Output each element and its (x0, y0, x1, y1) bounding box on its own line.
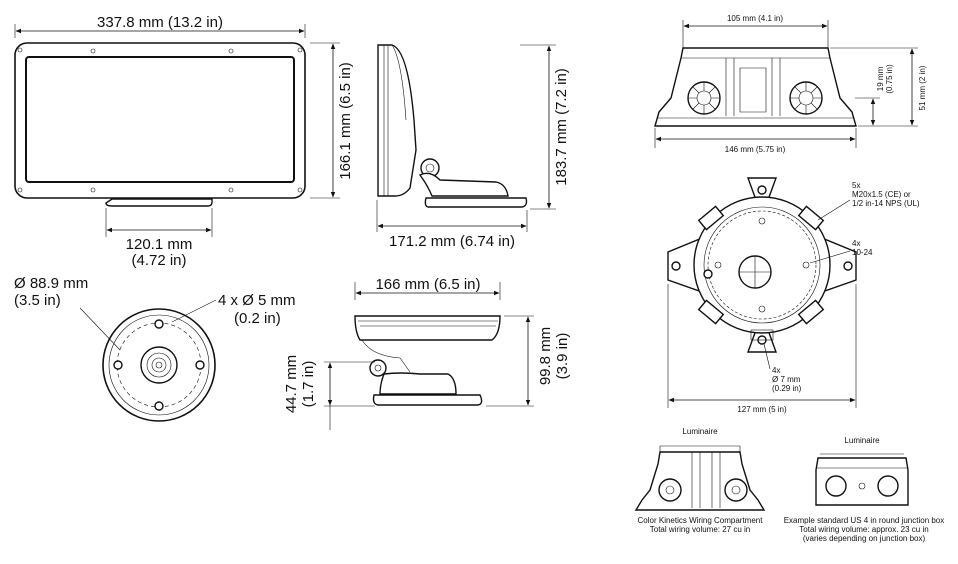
mount-hole (154, 319, 164, 329)
conduit-ul-label: 1/2 in-14 NPS (UL) (852, 199, 920, 208)
screw-hole (17, 187, 23, 193)
side-depth-label: 171.2 mm (6.74 in) (389, 233, 515, 250)
standard-caption-3: (varies depending on junction box) (803, 534, 926, 543)
standard-box-knockout (825, 475, 847, 497)
display-side-view: 183.7 mm (7.2 in) 171.2 mm (6.74 in) (376, 44, 570, 250)
mount-hole (113, 360, 123, 370)
junction-side-view: 105 mm (4.1 in) 19 mm (0.75 in) 51 mm (2… (654, 14, 927, 154)
tilt-knob-top (369, 359, 387, 377)
screw-hole (228, 187, 234, 193)
base-width-in-label: (4.72 in) (131, 252, 186, 269)
hole-in-label: (0.29 in) (772, 384, 802, 393)
comparison-wiring-compartment: Luminaire Color Kinetics Wiring Compartm… (634, 427, 766, 534)
screw-boss (758, 217, 766, 225)
display-base (105, 198, 213, 207)
junction-top-width-label: 105 mm (4.1 in) (727, 14, 783, 23)
junction-top-view: 5x M20x1.5 (CE) or 1/2 in-14 NPS (UL) 4x… (667, 177, 920, 414)
junction-width-label: 127 mm (5 in) (737, 405, 787, 414)
luminaire-label-right: Luminaire (844, 436, 880, 445)
screw-count-label: 4x (852, 239, 860, 248)
base-width-mm-label: 120.1 mm (126, 236, 193, 253)
base-outer-ring (102, 308, 216, 422)
base-hub (140, 346, 178, 384)
flange-hole (757, 185, 767, 195)
screw-boss (758, 305, 766, 313)
base-height-mm-label: 44.7 mm (283, 355, 300, 413)
luminaire-label-left: Luminaire (682, 427, 718, 436)
conduit-count-label: 5x (852, 181, 860, 190)
tilt-base (372, 394, 483, 406)
base-height-in-label: (1.7 in) (300, 361, 317, 408)
conduit-port-top (697, 205, 725, 231)
total-height-in-label: (3.9 in) (554, 333, 571, 380)
compartment-port (724, 478, 748, 502)
standard-caption-1: Example standard US 4 in round junction … (784, 516, 945, 525)
flange-hole (843, 261, 853, 271)
side-stand (418, 172, 509, 197)
total-height-mm-label: 99.8 mm (537, 327, 554, 385)
compartment-caption-2: Total wiring volume: 27 cu in (650, 525, 751, 534)
compartment-port (658, 478, 682, 502)
hole-spec-mm-label: 4 x Ø 5 mm (218, 292, 296, 309)
conduit-port-top (797, 205, 825, 231)
display-housing-top (354, 315, 501, 341)
front-width-label: 337.8 mm (13.2 in) (97, 14, 223, 31)
standard-caption-2: Total wiring volume: approx. 23 cu in (799, 525, 928, 534)
front-height-label: 166.1 mm (6.5 in) (337, 62, 354, 180)
screw-hole (90, 187, 96, 193)
junction-height-a-label: 19 mm (876, 66, 885, 91)
display-tilt-view: 166 mm (6.5 in) 44.7 mm (1.7 in) 99.8 mm… (283, 276, 571, 430)
hole-mm-label: Ø 7 mm (772, 375, 801, 384)
ground-screw (703, 269, 713, 279)
tilt-stand (379, 372, 457, 395)
comparison-standard-junction-box: Luminaire Example standard US 4 in round… (784, 436, 945, 543)
standard-box-knockout (877, 475, 899, 497)
screw-hole (17, 47, 23, 53)
hole-count-label: 4x (772, 366, 780, 375)
display-bezel (14, 42, 306, 199)
junction-height-b-label: 51 mm (2 in) (918, 65, 927, 110)
side-height-label: 183.7 mm (7.2 in) (553, 68, 570, 186)
conduit-port-top (697, 299, 725, 325)
screw-hole (297, 47, 303, 53)
base-bottom-view: Ø 88.9 mm (3.5 in) 4 x Ø 5 mm (0.2 in) (14, 275, 296, 422)
display-front-view: 337.8 mm (13.2 in) 166.1 mm (6.5 in) 120… (14, 14, 354, 269)
junction-side-body (654, 47, 857, 127)
base-diameter-in-label: (3.5 in) (14, 292, 61, 309)
flange-hole (671, 261, 681, 271)
mount-hole (195, 360, 205, 370)
conduit-port-top (750, 329, 774, 341)
screw-boss (802, 261, 810, 269)
screw-hole (297, 187, 303, 193)
mount-hole (154, 401, 164, 411)
screw-size-label: 10-24 (852, 248, 873, 257)
junction-bottom-width-label: 146 mm (5.75 in) (725, 145, 786, 154)
conduit-port-top (797, 299, 825, 325)
display-screen (25, 56, 295, 183)
side-base (424, 197, 528, 208)
screw-boss (714, 261, 722, 269)
tilt-width-label: 166 mm (6.5 in) (375, 276, 480, 293)
display-side-housing (377, 44, 417, 197)
screw-hole (90, 48, 96, 54)
compartment-caption-1: Color Kinetics Wiring Compartment (638, 516, 764, 525)
base-diameter-mm-label: Ø 88.9 mm (14, 275, 88, 292)
conduit-ce-label: M20x1.5 (CE) or (852, 190, 911, 199)
screw-hole (228, 48, 234, 54)
hole-spec-in-label: (0.2 in) (234, 310, 281, 327)
junction-height-a-in-label: (0.75 in) (885, 64, 894, 94)
